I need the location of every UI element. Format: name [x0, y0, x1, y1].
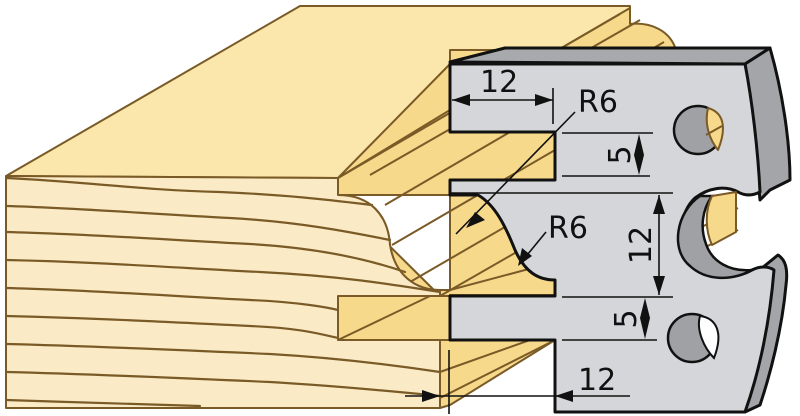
dimensions: 12 R6 R6 5 12	[405, 65, 673, 414]
wood-grain	[4, 176, 442, 408]
dim-lower-slot-width: 5	[562, 298, 657, 341]
workpiece	[4, 5, 739, 409]
dim-center-height: 12	[450, 192, 673, 298]
dim-label-bottom-12: 12	[578, 363, 616, 398]
dim-label-center-12: 12	[624, 226, 659, 264]
notch-wood-visible	[705, 191, 737, 246]
dim-label-lower-r6: R6	[548, 211, 588, 246]
dim-label-upper-5: 5	[603, 145, 638, 164]
dim-label-top-r6: R6	[578, 85, 618, 120]
profile-lower-step	[439, 339, 556, 409]
dim-label-top-12: 12	[480, 65, 518, 100]
profile-lower-tongue	[337, 295, 451, 341]
lower-mounting-hole	[666, 312, 720, 364]
knife-notch-shadow	[676, 194, 753, 280]
dim-top-slot-depth: 12	[452, 65, 554, 124]
dim-bottom-offset: 12	[405, 350, 630, 414]
dim-label-lower-5: 5	[609, 309, 644, 328]
dim-lower-radius: R6	[518, 211, 588, 266]
board-front-face	[5, 175, 441, 409]
knife-top-bevel	[448, 46, 772, 66]
dim-top-radius: R6	[455, 85, 618, 235]
upper-mounting-hole	[672, 104, 724, 156]
profile-knife	[448, 46, 792, 414]
dim-upper-slot-width: 5	[562, 132, 653, 177]
